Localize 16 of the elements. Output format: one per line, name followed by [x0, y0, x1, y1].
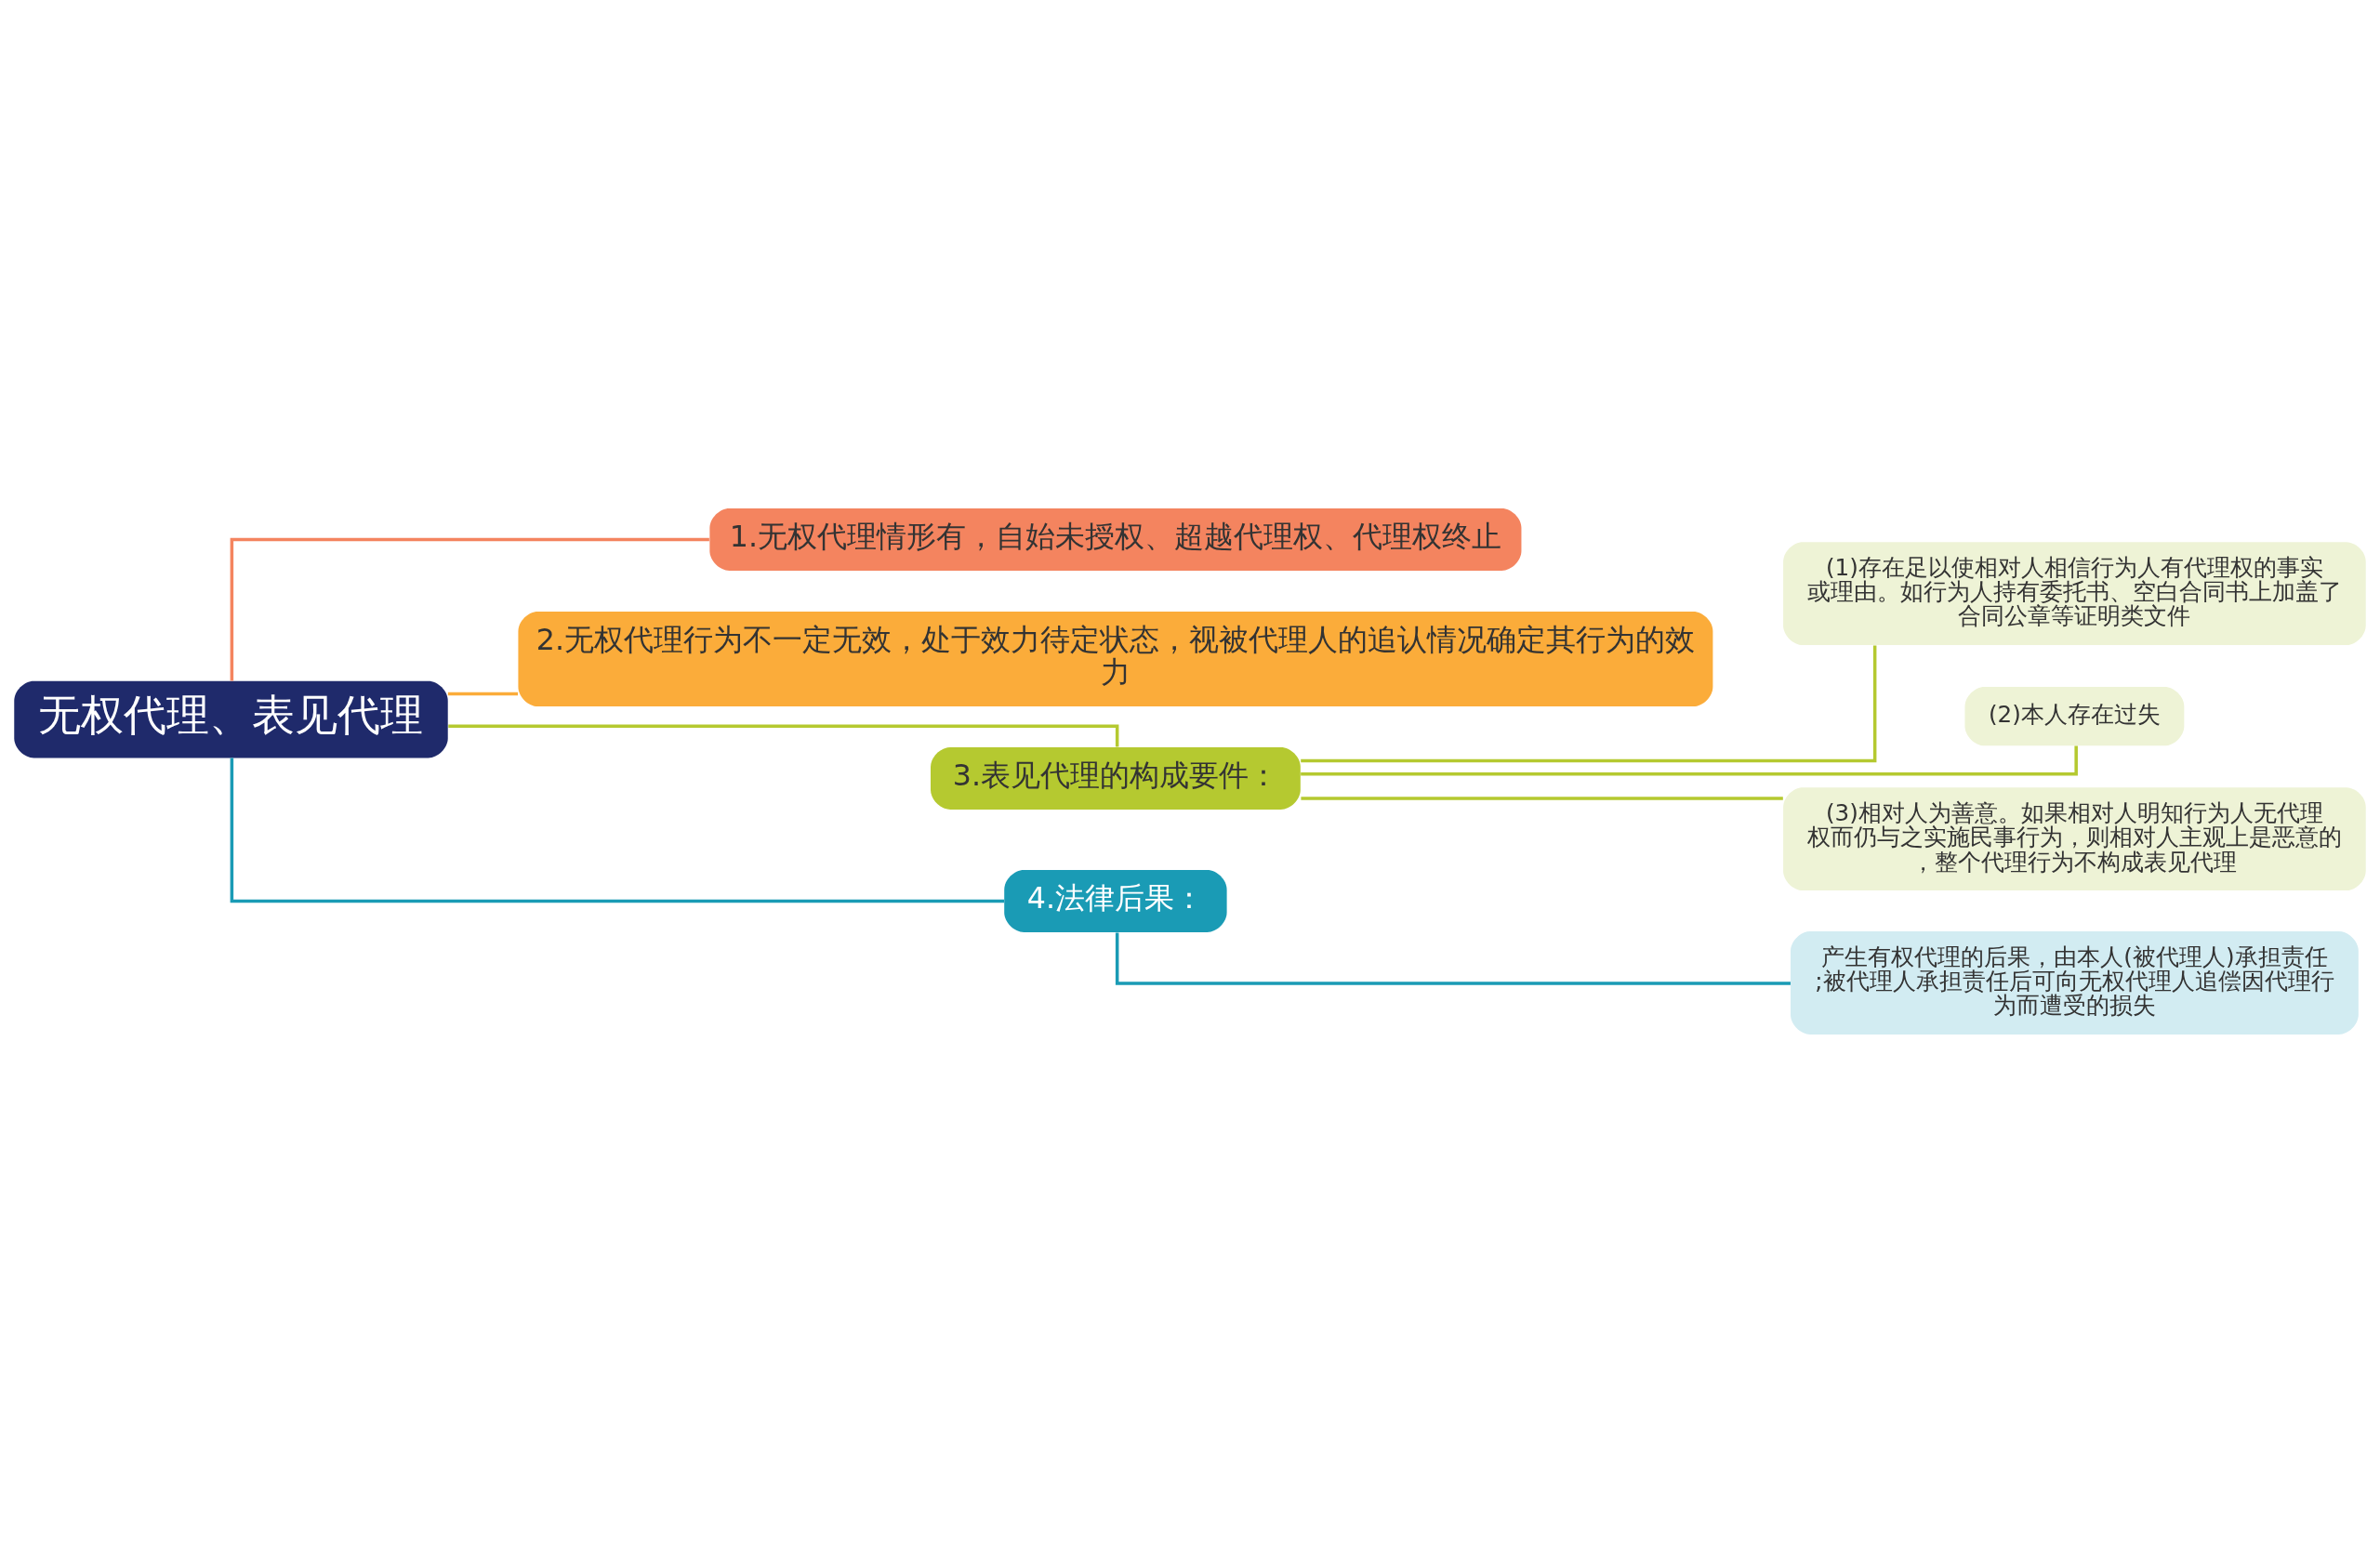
node-box: 3.表见代理的构成要件： — [931, 746, 1301, 810]
node-box: (1)存在足以使相对人相信行为人有代理权的事实或理由。如行为人持有委托书、空白合同书上加盖了合同公章等证明类文件 — [1783, 541, 2366, 645]
node-box: (3)相对人为善意。如果相对人明知行为人无代理权而仍与之实施民事行为，则相对人主观上是恶意的，整个代理行为不构成表见代理 — [1783, 786, 2366, 890]
connector — [230, 758, 1004, 903]
node-box: (2)本人存在过失 — [1964, 686, 2185, 745]
connector — [1115, 931, 1791, 985]
node-box: 无权代理、表见代理 — [14, 680, 448, 758]
connector — [1301, 645, 1877, 762]
node-box: 2.无权代理行为不一定无效，处于效力待定状态，视被代理人的追认情况确定其行为的效力 — [518, 611, 1713, 706]
node-box: 产生有权代理的后果，由本人(被代理人)承担责任;被代理人承担责任后可向无权代理人追偿因代理行为而遭受的损失 — [1791, 930, 2359, 1035]
connector — [447, 692, 519, 695]
node-box: 4.法律后果： — [1004, 869, 1227, 932]
node-box: 1.无权代理情形有，自始未授权、超越代理权、代理权终止 — [709, 507, 1522, 571]
connector — [448, 723, 1119, 746]
connector — [1301, 796, 1783, 800]
connector — [230, 537, 709, 681]
